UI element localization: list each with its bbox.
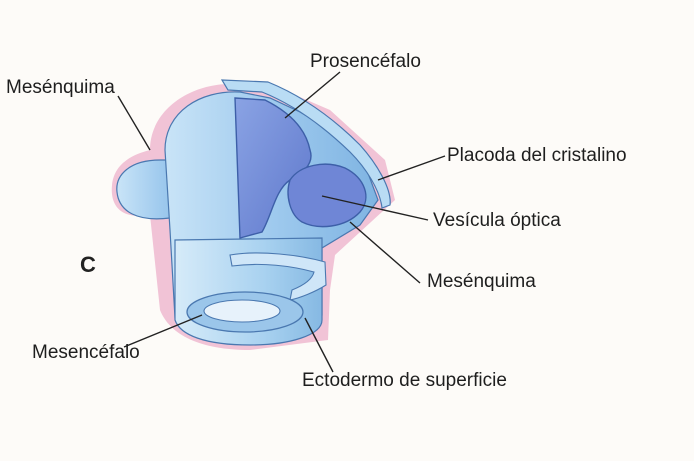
panel-letter: C <box>80 254 96 276</box>
optic-vesicle <box>288 164 366 226</box>
label-prosencefalo: Prosencéfalo <box>310 52 421 71</box>
label-mesenquima-right: Mesénquima <box>427 272 536 291</box>
label-mesencefalo: Mesencéfalo <box>32 343 140 362</box>
label-vesicula-optica: Vesícula óptica <box>433 211 561 230</box>
tube-opening-inner <box>204 300 280 322</box>
label-ectodermo-de-superficie: Ectodermo de superficie <box>302 371 507 390</box>
label-placoda-del-cristalino: Placoda del cristalino <box>447 146 627 165</box>
label-mesenquima-top: Mesénquima <box>6 78 115 97</box>
